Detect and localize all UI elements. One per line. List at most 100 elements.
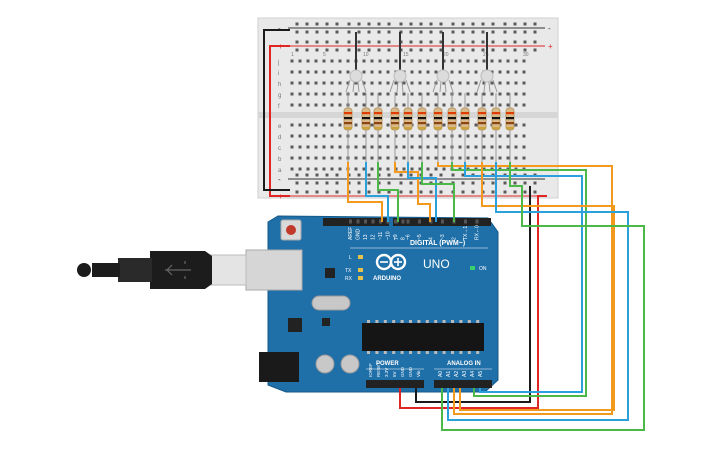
column-number-25: 25 bbox=[483, 52, 489, 58]
resistor-band bbox=[448, 117, 456, 120]
breadboard-hole bbox=[426, 92, 430, 96]
breadboard-hole bbox=[482, 134, 486, 138]
breadboard-hole bbox=[522, 123, 526, 127]
breadboard-hole bbox=[426, 70, 430, 74]
led-3-body bbox=[436, 69, 450, 83]
breadboard-hole bbox=[394, 103, 398, 107]
breadboard-hole bbox=[410, 59, 414, 63]
rail-hole bbox=[399, 181, 403, 185]
analog-pin-label: A1 bbox=[446, 371, 452, 377]
rail-hole bbox=[471, 30, 475, 34]
breadboard-hole bbox=[290, 167, 294, 171]
rail-hole bbox=[399, 22, 403, 26]
chip-leg bbox=[409, 320, 412, 323]
resistor-band bbox=[461, 127, 469, 130]
rgb-led-3 bbox=[432, 32, 454, 93]
wire-green-d9 bbox=[377, 162, 399, 222]
chip-leg bbox=[383, 320, 387, 323]
breadboard-hole bbox=[402, 156, 406, 160]
wire-blue-d10 bbox=[365, 162, 389, 222]
chip-leg bbox=[400, 320, 404, 323]
header-socket bbox=[475, 219, 479, 224]
resistor-band bbox=[478, 117, 486, 120]
row-letter-g: g bbox=[278, 93, 281, 99]
breadboard-hole bbox=[426, 81, 430, 85]
breadboard-hole bbox=[506, 156, 510, 160]
reset-button-cap[interactable] bbox=[286, 225, 296, 235]
breadboard-hole bbox=[386, 156, 390, 160]
row-letter-e: e bbox=[278, 124, 282, 130]
rail-hole bbox=[409, 181, 413, 185]
breadboard-hole bbox=[450, 81, 454, 85]
breadboard-hole bbox=[370, 134, 374, 138]
rail-hole bbox=[295, 181, 299, 185]
digital-pin-label: 12 bbox=[371, 234, 377, 240]
wire-red-5v bbox=[399, 195, 547, 409]
arduino-logo-icon bbox=[375, 253, 407, 271]
breadboard-hole bbox=[418, 134, 422, 138]
rail-hole bbox=[471, 181, 475, 185]
resistor-band bbox=[362, 127, 370, 130]
breadboard-hole bbox=[418, 103, 422, 107]
rail-hole bbox=[461, 48, 465, 52]
breadboard-hole bbox=[290, 134, 294, 138]
rgb-led-4 bbox=[476, 32, 498, 93]
resistor-band bbox=[434, 112, 442, 115]
breadboard-hole bbox=[434, 156, 438, 160]
breadboard-hole bbox=[434, 167, 438, 171]
rail-hole bbox=[305, 190, 309, 194]
rail-hole bbox=[451, 30, 455, 34]
breadboard-hole bbox=[474, 59, 478, 63]
rail-hole bbox=[533, 22, 537, 26]
chip-leg bbox=[400, 351, 404, 354]
chip-leg bbox=[367, 320, 370, 323]
column-number-1: 1 bbox=[291, 52, 294, 58]
rail-hole bbox=[305, 40, 309, 44]
breadboard-hole bbox=[498, 134, 502, 138]
header-socket bbox=[349, 219, 352, 224]
breadboard-hole bbox=[498, 92, 502, 96]
rail-hole bbox=[315, 173, 319, 177]
chip-leg bbox=[442, 351, 446, 354]
breadboard-hole bbox=[298, 167, 302, 171]
chip-leg bbox=[375, 351, 379, 354]
rail-hole bbox=[305, 22, 309, 26]
breadboard-hole bbox=[506, 59, 510, 63]
rail-hole bbox=[387, 22, 391, 26]
breadboard-hole bbox=[370, 123, 374, 127]
rail-hole bbox=[503, 48, 507, 52]
resistor-band bbox=[374, 117, 382, 120]
rail-hole bbox=[419, 30, 423, 34]
breadboard-hole bbox=[514, 123, 518, 127]
breadboard-hole bbox=[410, 103, 414, 107]
breadboard-hole bbox=[386, 145, 390, 149]
chip-leg bbox=[476, 351, 480, 354]
rail-minus-label-bottom: - bbox=[278, 175, 281, 184]
rail-hole bbox=[357, 40, 361, 44]
breadboard-hole bbox=[314, 156, 318, 160]
breadboard-hole bbox=[498, 103, 502, 107]
digital-pin-label: ~6 bbox=[406, 234, 412, 240]
rail-hole bbox=[533, 40, 537, 44]
rail-hole bbox=[439, 190, 443, 194]
resistor-band bbox=[362, 117, 370, 120]
resistor-band bbox=[362, 112, 370, 115]
breadboard-hole bbox=[442, 167, 446, 171]
rail-hole bbox=[315, 22, 319, 26]
breadboard-hole bbox=[362, 167, 366, 171]
breadboard-hole bbox=[418, 145, 422, 149]
breadboard-hole bbox=[314, 103, 318, 107]
breadboard-hole bbox=[362, 103, 366, 107]
resistor-band bbox=[434, 127, 442, 130]
breadboard-hole bbox=[290, 81, 294, 85]
rail-hole bbox=[305, 173, 309, 177]
breadboard-hole bbox=[482, 59, 486, 63]
breadboard-hole bbox=[426, 145, 430, 149]
resistor-band bbox=[391, 117, 399, 120]
wire-blue-a1 bbox=[447, 162, 629, 421]
atmega-chip-legs bbox=[367, 320, 480, 354]
breadboard-hole bbox=[442, 145, 446, 149]
rail-hole bbox=[419, 48, 423, 52]
breadboard-hole bbox=[394, 134, 398, 138]
header-socket bbox=[371, 219, 375, 224]
